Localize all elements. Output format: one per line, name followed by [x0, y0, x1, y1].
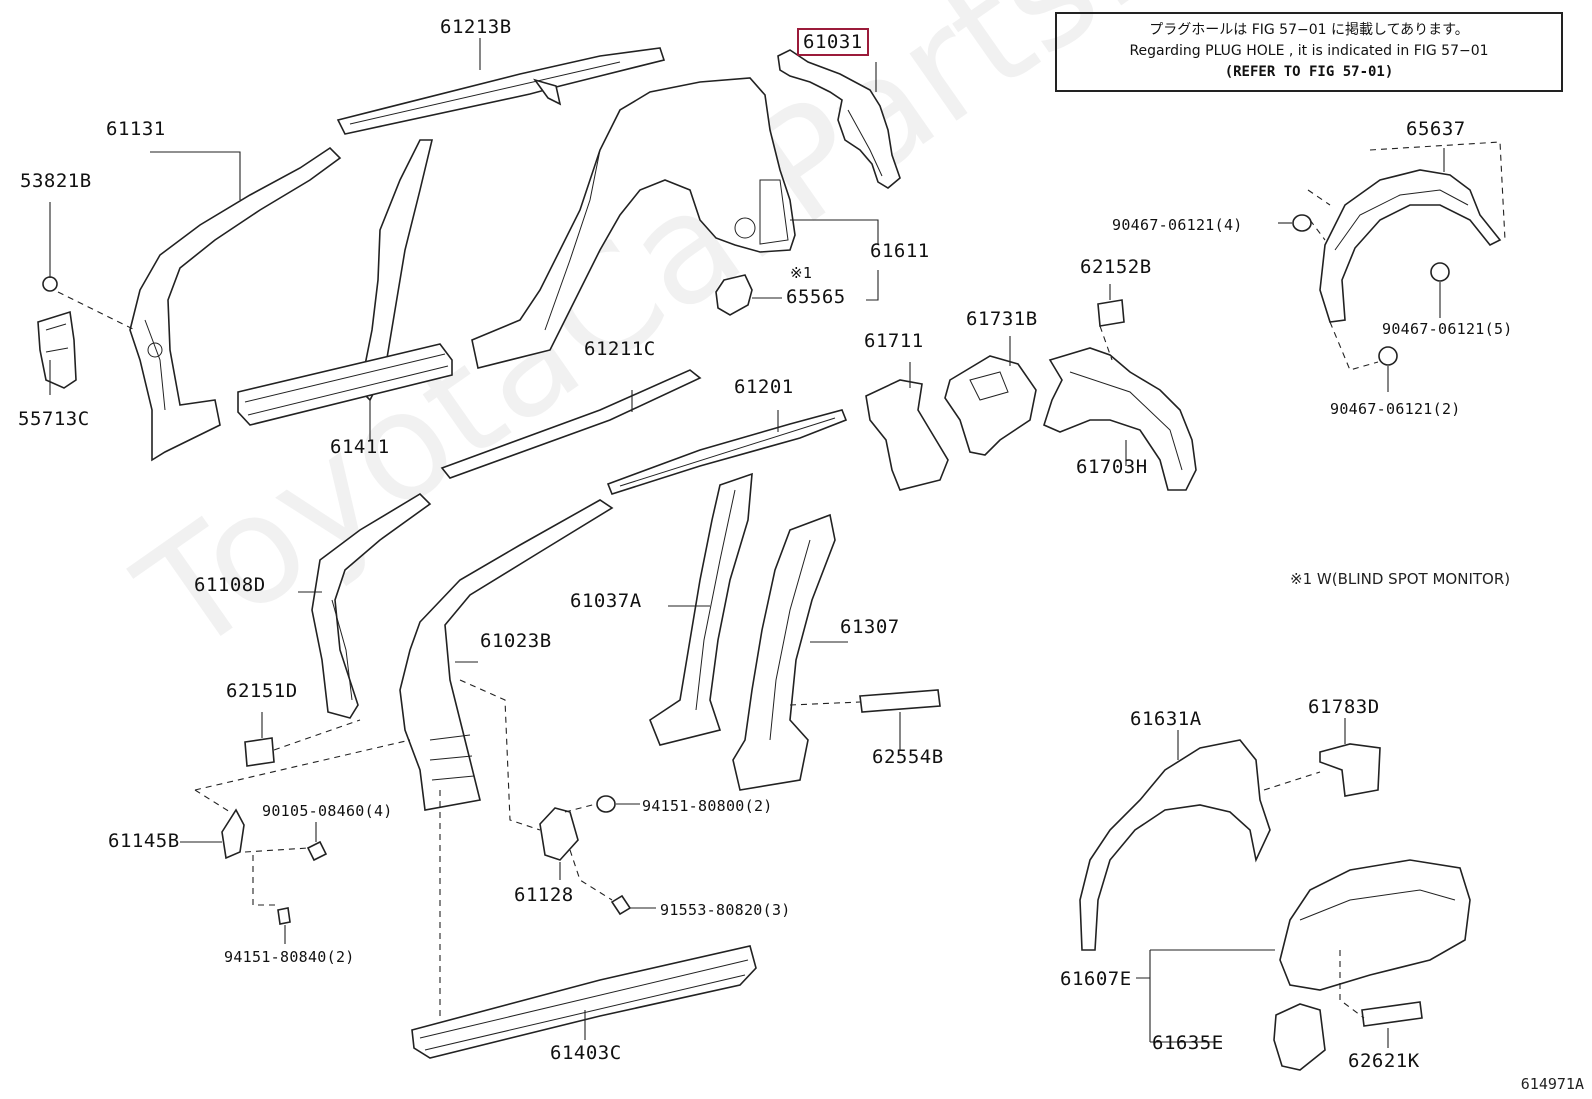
label-61201[interactable]: 61201 [734, 376, 794, 398]
label-90467-06121-5[interactable]: 90467-06121(5) [1382, 320, 1513, 338]
part-61611-drawing [471, 77, 796, 369]
label-mark-1: ※1 [790, 264, 813, 282]
part-61211C-drawing [440, 369, 702, 479]
label-90467-06121-2[interactable]: 90467-06121(2) [1330, 400, 1461, 418]
part-61783D-drawing [1319, 743, 1381, 797]
label-53821B[interactable]: 53821B [20, 170, 92, 192]
label-90105-08460-4[interactable]: 90105-08460(4) [262, 802, 393, 820]
part-61108D-drawing [311, 492, 432, 719]
label-61031-highlighted[interactable]: 61031 [797, 28, 869, 56]
note-box: プラグホールは FIG 57−01 に掲載してあります。 Regarding P… [1055, 12, 1563, 92]
part-62554B-drawing [859, 689, 941, 713]
part-61031-drawing [777, 49, 901, 189]
part-62621K-drawing [1361, 1001, 1423, 1027]
label-61128[interactable]: 61128 [514, 884, 574, 906]
note-line-english: Regarding PLUG HOLE , it is indicated in… [1129, 43, 1489, 59]
label-61023B[interactable]: 61023B [480, 630, 552, 652]
part-61307-drawing [732, 513, 836, 791]
label-61307[interactable]: 61307 [840, 616, 900, 638]
part-62152B-drawing [1097, 299, 1125, 327]
label-61635E[interactable]: 61635E [1152, 1032, 1224, 1054]
note-line-refer: (REFER TO FIG 57-01) [1224, 64, 1394, 80]
label-94151-80840-2[interactable]: 94151-80840(2) [224, 948, 355, 966]
label-62554B[interactable]: 62554B [872, 746, 944, 768]
part-61703H-drawing [1043, 347, 1197, 491]
bolt-91553-drawing [610, 894, 632, 916]
part-61635E-drawing [1273, 1003, 1326, 1071]
part-61128-drawing [539, 807, 579, 861]
label-61783D[interactable]: 61783D [1308, 696, 1380, 718]
part-61131-drawing [129, 139, 434, 462]
dashed-assembly-lines [57, 141, 1506, 1020]
part-61411-drawing [237, 343, 453, 426]
label-61411[interactable]: 61411 [330, 436, 390, 458]
label-94151-80800-2[interactable]: 94151-80800(2) [642, 797, 773, 815]
label-55713C[interactable]: 55713C [18, 408, 90, 430]
label-91553-80820-3[interactable]: 91553-80820(3) [660, 901, 791, 919]
leader-lines [49, 38, 1445, 1048]
label-62152B[interactable]: 62152B [1080, 256, 1152, 278]
label-61211C[interactable]: 61211C [584, 338, 656, 360]
part-55713C-drawing [37, 310, 77, 389]
clip-90467-5-drawing [1430, 262, 1450, 282]
label-61403C[interactable]: 61403C [550, 1042, 622, 1064]
label-61108D[interactable]: 61108D [194, 574, 266, 596]
clip-94151-80800-drawing [596, 795, 616, 813]
label-62621K[interactable]: 62621K [1348, 1050, 1420, 1072]
part-61023B-drawing [399, 499, 614, 811]
label-61607E[interactable]: 61607E [1060, 968, 1132, 990]
figure-number: 614971A [1520, 1075, 1584, 1093]
label-65637[interactable]: 65637 [1406, 118, 1466, 140]
part-61145B-drawing [221, 808, 245, 860]
clip-94151-80840-drawing [277, 907, 291, 925]
label-61145B[interactable]: 61145B [108, 830, 180, 852]
label-61703H[interactable]: 61703H [1076, 456, 1148, 478]
part-61213B-drawing [336, 47, 666, 135]
part-62151D-drawing [244, 737, 275, 767]
label-90467-06121-4[interactable]: 90467-06121(4) [1112, 216, 1243, 234]
part-61711-drawing [865, 379, 949, 491]
footnote: ※1 W(BLIND SPOT MONITOR) [1290, 570, 1511, 588]
part-61731B-drawing [944, 355, 1037, 456]
label-61611[interactable]: 61611 [870, 240, 930, 262]
part-65565-drawing [715, 274, 753, 316]
part-61631A-drawing [1079, 739, 1271, 951]
bolt-90105-drawing [306, 840, 328, 862]
clip-90467-4-drawing [1292, 214, 1312, 232]
part-61201-drawing [606, 409, 848, 495]
label-61731B[interactable]: 61731B [966, 308, 1038, 330]
label-61131[interactable]: 61131 [106, 118, 166, 140]
label-61213B[interactable]: 61213B [440, 16, 512, 38]
part-61037A-drawing [649, 472, 753, 746]
label-61037A[interactable]: 61037A [570, 590, 642, 612]
part-61607E-drawing [1279, 859, 1471, 991]
label-62151D[interactable]: 62151D [226, 680, 298, 702]
note-line-japanese: プラグホールは FIG 57−01 に掲載してあります。 [1149, 22, 1469, 38]
part-65637-drawing [1319, 169, 1502, 323]
part-53821B-drawing [42, 276, 58, 292]
label-65565[interactable]: 65565 [786, 286, 846, 308]
label-61631A[interactable]: 61631A [1130, 708, 1202, 730]
label-61711[interactable]: 61711 [864, 330, 924, 352]
clip-90467-2-drawing [1378, 346, 1398, 366]
